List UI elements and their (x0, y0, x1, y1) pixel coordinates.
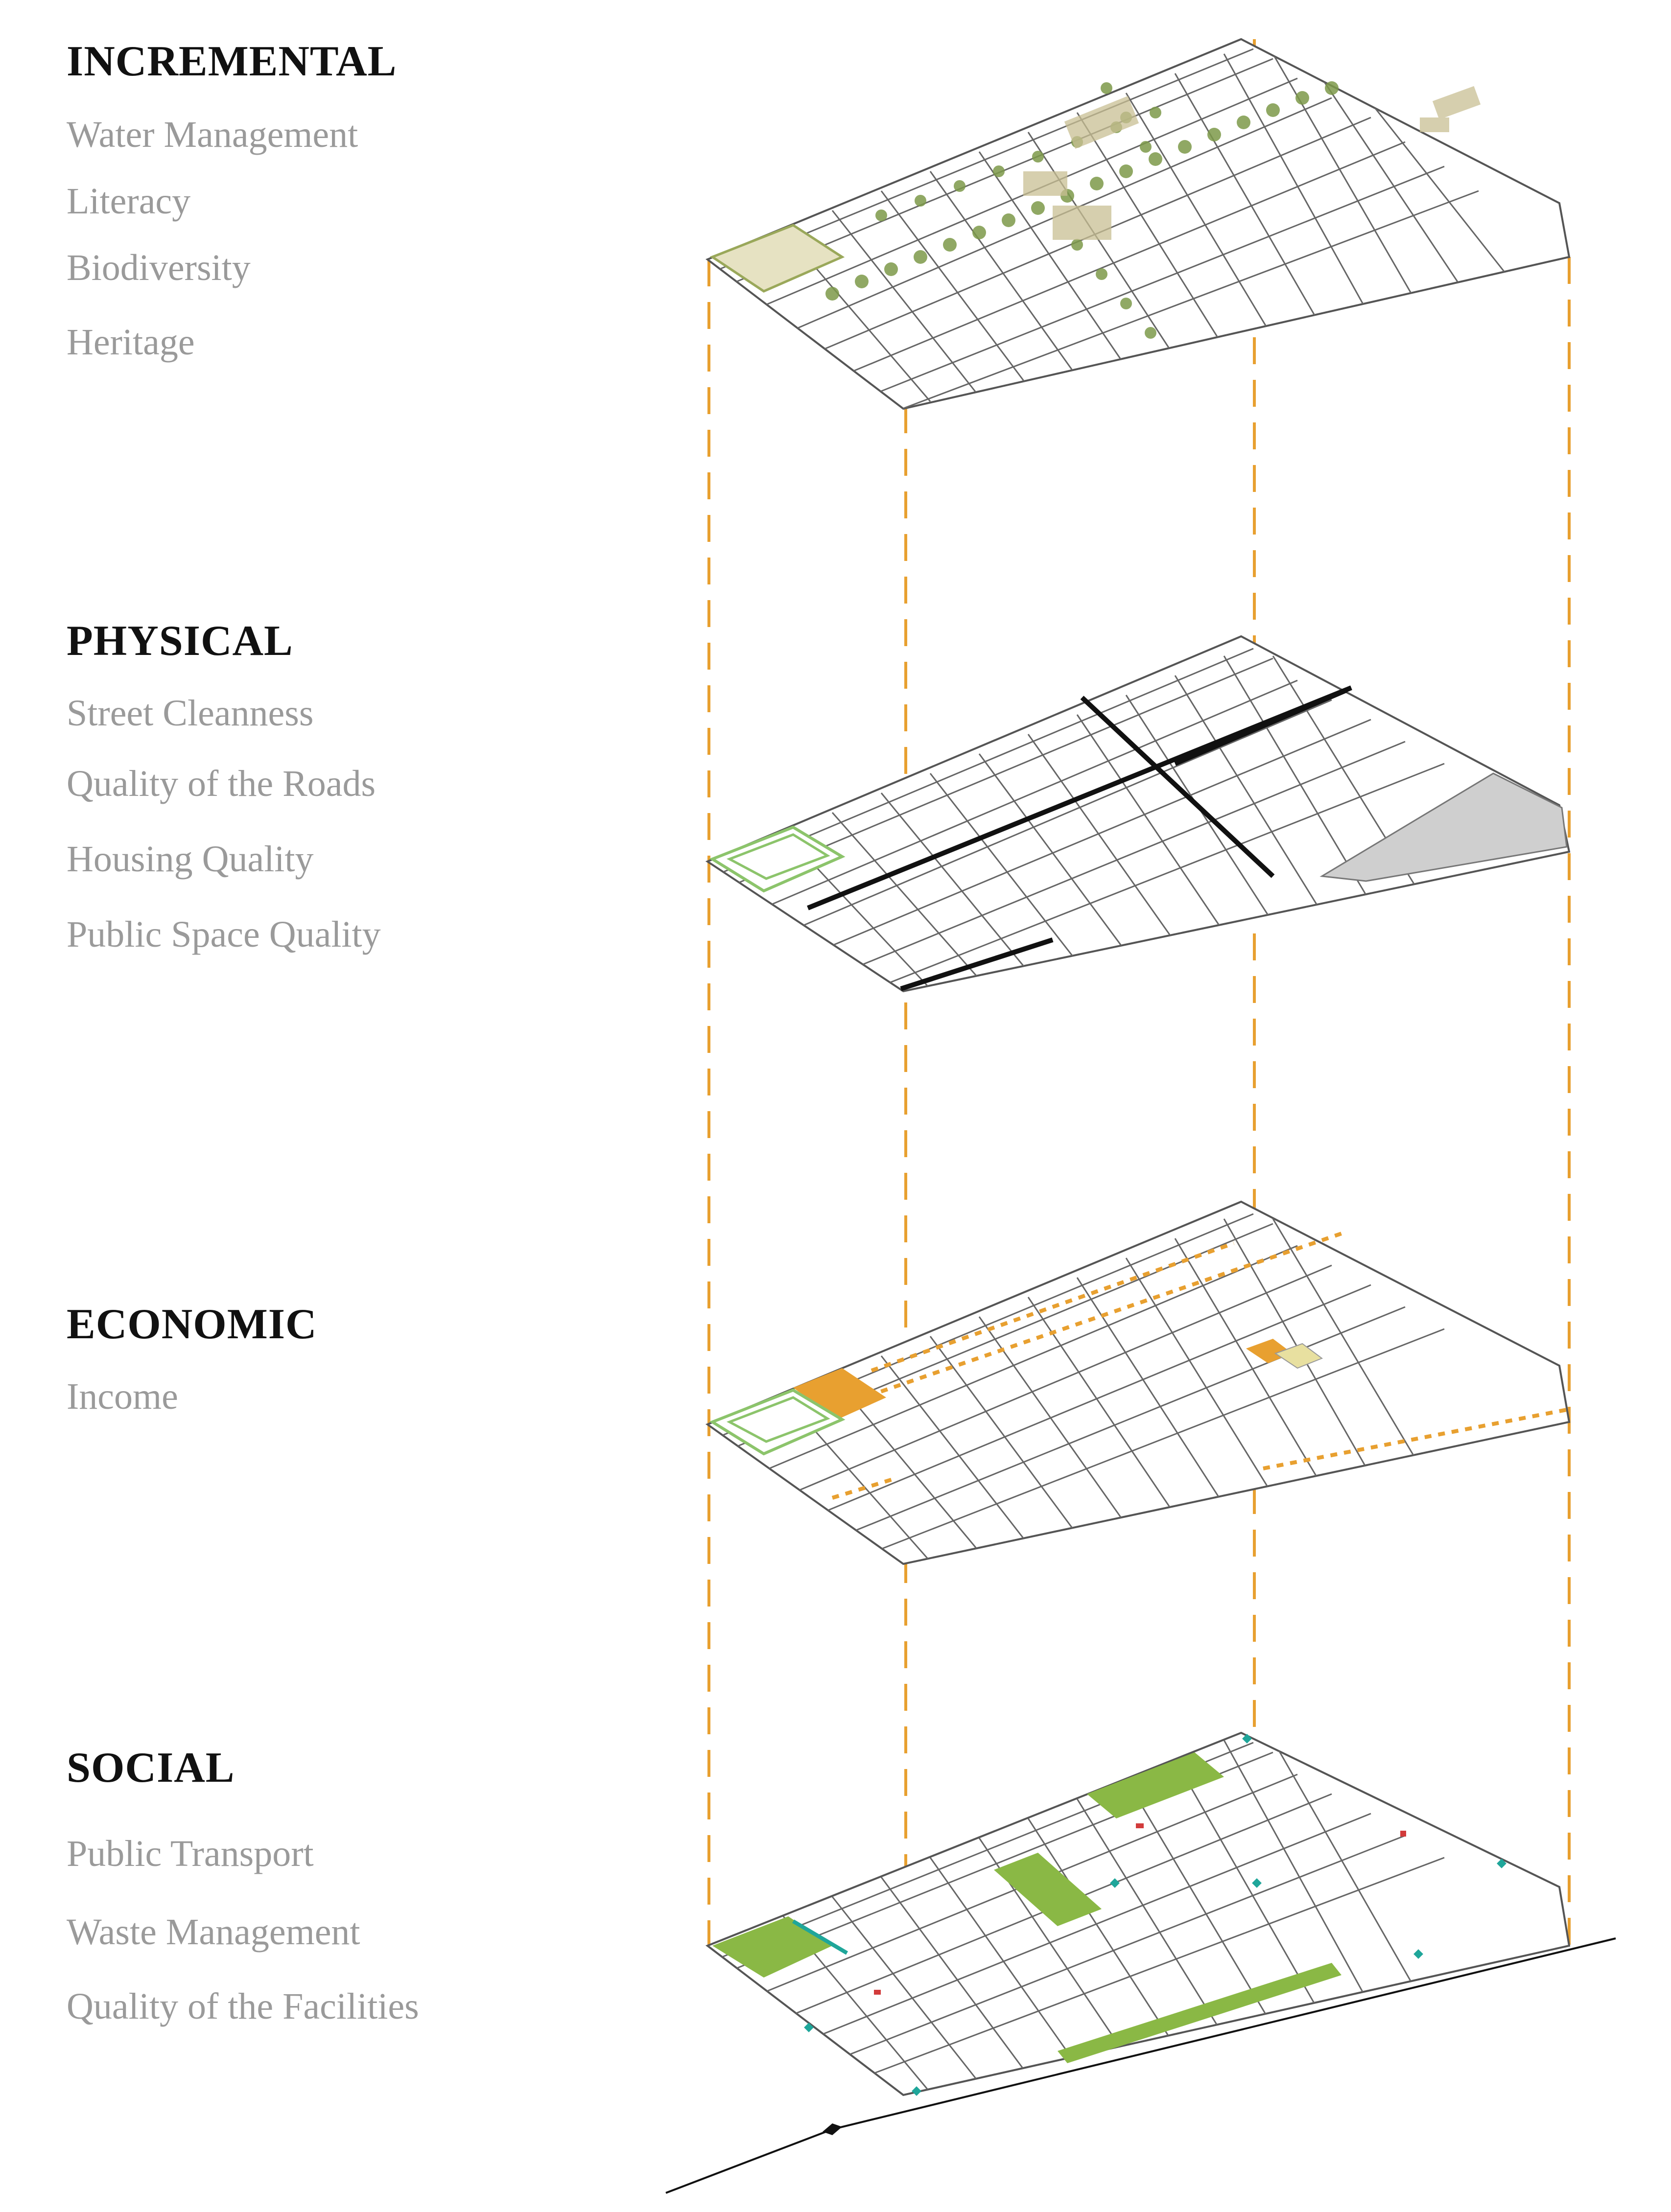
map-economic (705, 1200, 1571, 1565)
layer-item-income: Income (67, 1376, 178, 1417)
housing-quality-zone (1319, 772, 1568, 882)
map-physical (705, 635, 1571, 993)
layer-label-social: SOCIAL Public Transport Waste Management… (67, 1744, 419, 2027)
income-block-large (793, 1368, 886, 1420)
layer-item-water-management: Water Management (67, 114, 358, 155)
layer-title-social: SOCIAL (67, 1744, 235, 1792)
income-markers (831, 1232, 1567, 1500)
biodiversity-trees (825, 81, 1339, 339)
waste-points (874, 1823, 1406, 1995)
economic-park (709, 1388, 846, 1456)
road-quality-lines (807, 685, 1352, 991)
public-space-park (709, 825, 846, 893)
layer-item-literacy: Literacy (67, 181, 191, 222)
map-plate (706, 38, 1571, 410)
layer-item-public-space-quality: Public Space Quality (67, 914, 381, 955)
layer-item-quality-of-the-facilities: Quality of the Facilities (67, 1986, 419, 2027)
map-plate (705, 1731, 1571, 2096)
map-incremental (706, 38, 1571, 410)
layer-label-physical: PHYSICAL Street Cleanness Quality of the… (67, 617, 381, 955)
park-square (709, 224, 845, 293)
layer-item-biodiversity: Biodiversity (67, 247, 251, 288)
facility-green-zones (712, 1752, 1342, 2063)
transport-teal-line (792, 1919, 848, 1955)
layer-item-waste-management: Waste Management (67, 1911, 360, 1953)
layer-title-incremental: INCREMENTAL (67, 38, 397, 85)
layer-title-physical: PHYSICAL (67, 617, 293, 665)
heritage-patches (1023, 86, 1481, 240)
transport-stops (804, 1734, 1506, 2096)
layer-item-street-cleanness: Street Cleanness (67, 693, 314, 734)
layer-item-heritage: Heritage (67, 322, 195, 363)
map-social (705, 1731, 1571, 2096)
layer-item-quality-of-the-roads: Quality of the Roads (67, 763, 376, 804)
north-arrow-icon (823, 2123, 842, 2135)
layer-item-housing-quality: Housing Quality (67, 838, 314, 880)
street-grid (707, 648, 1445, 991)
layer-title-economic: ECONOMIC (67, 1301, 317, 1348)
income-block-yellow (1274, 1343, 1323, 1369)
layer-item-public-transport: Public Transport (67, 1833, 314, 1874)
layer-label-incremental: INCREMENTAL Water Management Literacy Bi… (67, 38, 397, 363)
layer-label-economic: ECONOMIC Income (67, 1301, 317, 1417)
